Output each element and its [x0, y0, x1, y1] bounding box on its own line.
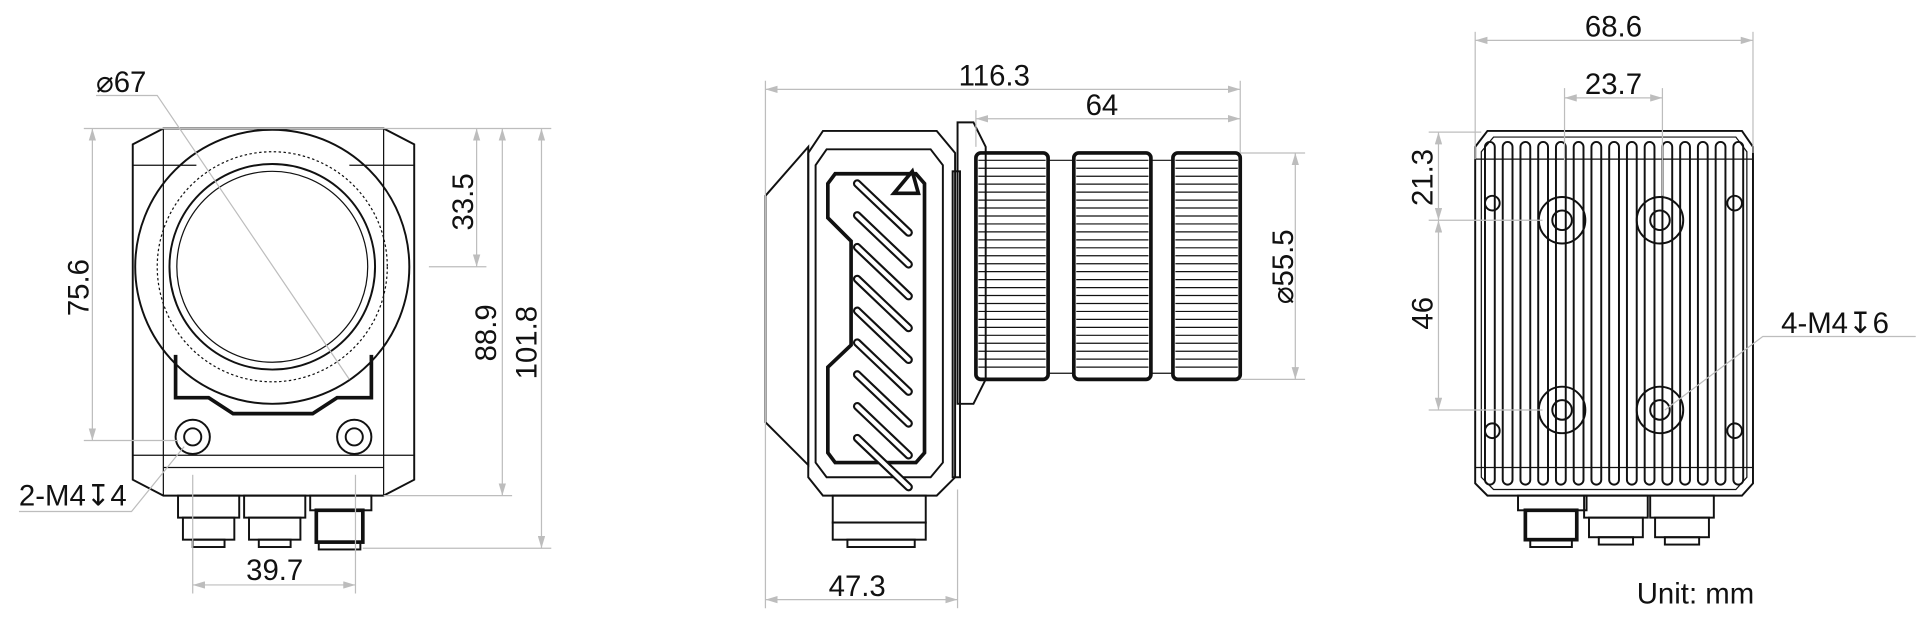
- front-body-height-label: 88.9: [470, 304, 503, 361]
- side-vent-slots: [852, 179, 913, 492]
- vent-slot-inner: [855, 181, 911, 235]
- fin-slot: [1484, 140, 1496, 486]
- fin-slot: [1661, 140, 1674, 486]
- front-lens: [134, 128, 411, 405]
- fin-slot: [1554, 140, 1567, 486]
- front-view: 75.6 33.5 88.9 101.8 39.7 ⌀67 2-M4↧4: [18, 66, 552, 594]
- rear-hole-spacing-y-label: 46: [1406, 297, 1439, 330]
- front-lens-center-label: 33.5: [447, 173, 480, 230]
- front-connectors: [177, 494, 373, 551]
- fin-slot: [1732, 140, 1745, 486]
- fin-slot: [1501, 140, 1514, 486]
- side-connector: [831, 494, 927, 548]
- vent-slot-inner: [855, 213, 911, 267]
- rear-connectors: [1517, 494, 1715, 548]
- side-body-depth-label: 47.3: [829, 570, 886, 603]
- vent-slot-inner: [855, 404, 911, 458]
- front-mount-holes: [174, 418, 373, 455]
- rear-hole-spacing-x-label: 23.7: [1585, 68, 1642, 101]
- side-lens: [956, 121, 1243, 405]
- rear-top-offset-label: 21.3: [1406, 149, 1439, 206]
- fin-slot: [1608, 140, 1620, 486]
- fin-slot: [1625, 140, 1638, 486]
- vent-slot-inner: [855, 372, 911, 426]
- vent-slot-inner: [855, 308, 911, 362]
- fin-slot: [1714, 140, 1727, 486]
- vent-slot-inner: [855, 245, 911, 299]
- side-total-length-label: 116.3: [959, 60, 1030, 93]
- vent-slot-inner: [855, 340, 911, 394]
- rear-view: 68.6 23.7 21.3 46 4-M4↧6: [1406, 11, 1916, 548]
- vent-slot-inner: [855, 435, 911, 490]
- lens-ring: [1171, 151, 1243, 382]
- fin-slot: [1643, 140, 1656, 486]
- rear-thread-label: 4-M4↧6: [1781, 307, 1889, 340]
- lens-ring: [974, 151, 1050, 382]
- front-hole-spacing-label: 39.7: [246, 554, 303, 587]
- rear-width-label: 68.6: [1585, 11, 1642, 44]
- fin-slot: [1590, 140, 1603, 486]
- front-total-height-label: 101.8: [511, 306, 544, 379]
- vent-slot-inner: [855, 276, 911, 331]
- unit-label: Unit: mm: [1637, 577, 1754, 610]
- front-thread-label: 2-M4↧4: [19, 479, 127, 512]
- rear-body: [1474, 129, 1754, 497]
- fin-slot: [1679, 140, 1691, 486]
- fin-slot: [1572, 140, 1585, 486]
- rear-corner-screws: [1484, 194, 1743, 440]
- side-body: [764, 129, 961, 497]
- lens-ring: [1071, 151, 1153, 382]
- fin-slot: [1519, 140, 1532, 486]
- fin-slot: [1696, 140, 1709, 486]
- front-diameter-label: ⌀67: [96, 66, 146, 99]
- rear-heatsink-fins: [1484, 140, 1745, 486]
- side-lens-diameter-label: ⌀55.5: [1267, 229, 1300, 304]
- fin-slot: [1537, 140, 1549, 486]
- front-height-mount-label: 75.6: [63, 259, 96, 316]
- side-view: 116.3 64 ⌀55.5 47.3: [764, 60, 1306, 609]
- side-lens-length-label: 64: [1086, 89, 1119, 122]
